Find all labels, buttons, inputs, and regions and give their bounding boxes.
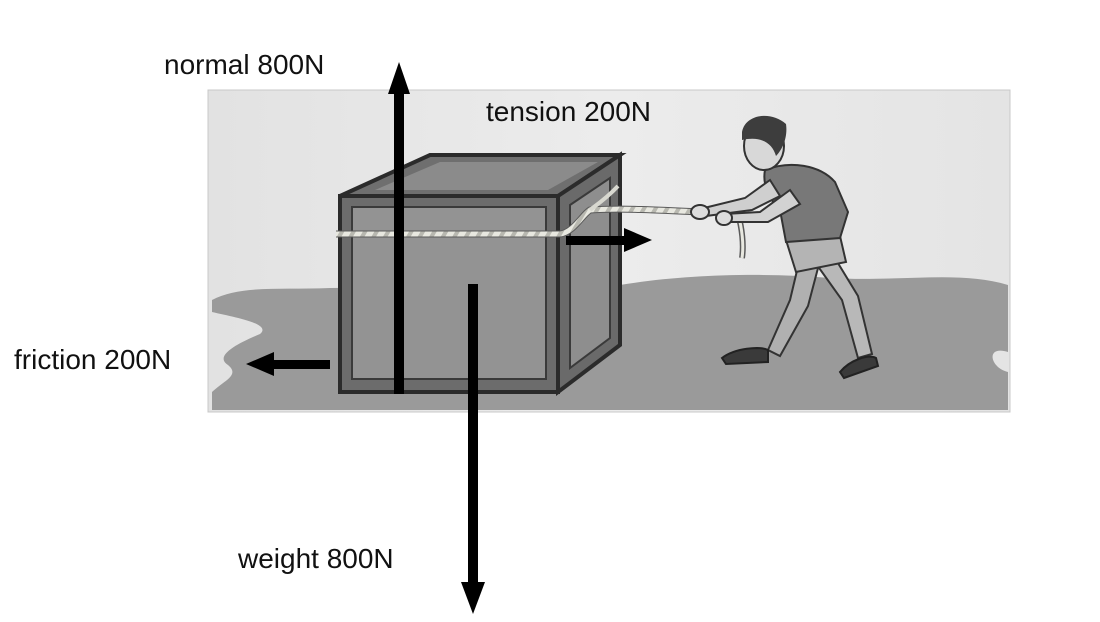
person-pulling [690, 115, 880, 380]
tension-force-label: tension 200N [486, 96, 652, 127]
tension-force-arrow [566, 228, 652, 252]
normal-force-label: normal 800N [164, 49, 325, 80]
weight-force-arrow [461, 284, 485, 614]
crate [338, 151, 627, 397]
friction-force-arrow [246, 352, 330, 376]
normal-force-arrow [388, 62, 410, 394]
friction-force-label: friction 200N [14, 344, 172, 375]
weight-force-label: weight 800N [238, 543, 394, 574]
scene-illustration [207, 89, 1011, 413]
